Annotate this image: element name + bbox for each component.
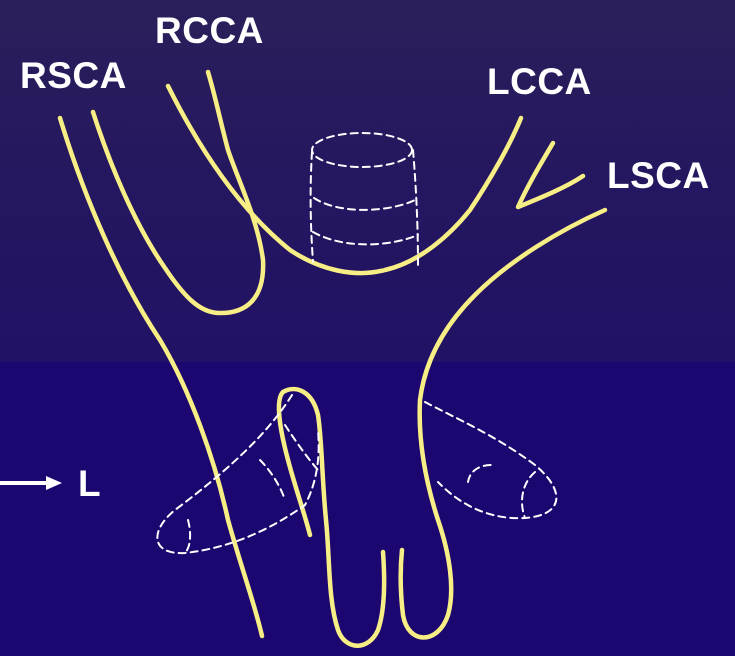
dashed-trachea-segment [311,133,418,265]
left-branch-outline [157,395,318,553]
label-rcca: RCCA [155,12,264,49]
lcca-lsca-vessels [401,143,605,638]
right-branch-inner-curve [468,465,492,482]
label-left-marker: L [78,465,101,502]
aorta-inner-wall [279,389,384,646]
trachea-right-side [413,150,418,265]
left-branch-inner-curve [260,460,285,500]
dashed-left-branch [157,395,318,553]
rsca-vessel [60,72,263,636]
left-branch-inner-fold [185,520,190,553]
rsca-outer-wall [60,118,262,636]
lcca-lsca-junction [518,143,583,207]
right-arrow-icon [0,475,64,491]
label-rsca: RSCA [20,57,127,94]
trachea-lower-ring [313,232,418,244]
descending-aorta [279,389,384,646]
label-lsca: LSCA [607,157,710,194]
trachea-top-ring [312,133,412,167]
right-branch-outline [425,402,556,518]
right-branch-inner-fold [522,472,535,518]
dashed-right-branch [425,402,556,518]
label-lcca: LCCA [487,63,592,100]
trachea-middle-ring [314,198,415,210]
trachea-left-side [311,152,313,262]
lsca-outer-wall [401,210,605,638]
